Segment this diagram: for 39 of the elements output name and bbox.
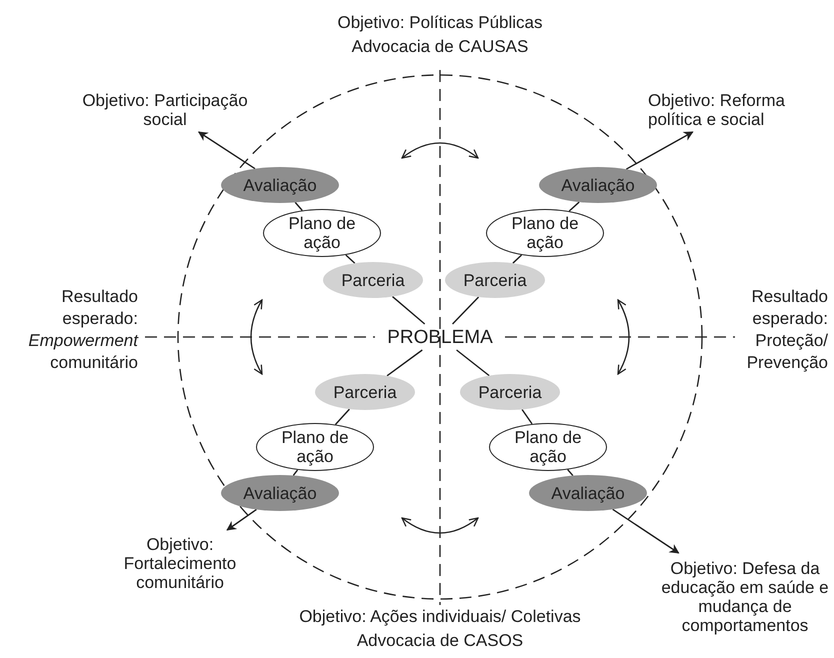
objective-text: Advocacia de CAUSAS bbox=[350, 36, 530, 58]
arrow bbox=[198, 131, 256, 170]
partnership-ellipse: Parceria bbox=[445, 262, 545, 298]
connector-line bbox=[386, 349, 423, 376]
arrow bbox=[626, 131, 694, 170]
outcome-text: Resultado esperado: Proteção/ Prevenção bbox=[746, 286, 828, 374]
connector-line bbox=[452, 296, 480, 324]
objective-text: Advocacia de CASOS bbox=[356, 630, 524, 652]
evaluation-ellipse: Avaliação bbox=[221, 475, 339, 511]
arrow bbox=[226, 508, 257, 531]
connector-line bbox=[568, 202, 580, 212]
evaluation-ellipse: Avaliação bbox=[539, 167, 657, 203]
action-plan-ellipse: Plano de ação bbox=[263, 209, 381, 257]
center-label: PROBLEMA bbox=[378, 324, 502, 350]
objective-text: Objetivo: Fortalecimento comunitário bbox=[112, 530, 248, 596]
connector-line bbox=[292, 470, 298, 476]
partnership-ellipse: Parceria bbox=[315, 374, 415, 410]
objective-text: Objetivo: Políticas Públicas bbox=[336, 12, 544, 34]
action-plan-ellipse: Plano de ação bbox=[486, 209, 604, 257]
objective-text: Objetivo: Participação social bbox=[80, 88, 250, 132]
connector-line bbox=[456, 349, 490, 376]
partnership-ellipse: Parceria bbox=[460, 374, 560, 410]
outcome-text: Resultado esperado: Empowerment comunitário bbox=[27, 286, 138, 374]
arrow bbox=[612, 508, 680, 554]
connector-line bbox=[522, 409, 533, 424]
objective-text: Objetivo: Ações individuais/ Coletivas bbox=[298, 606, 582, 628]
connector-line bbox=[334, 408, 350, 425]
objective-text: Objetivo: Reforma política e social bbox=[648, 88, 816, 132]
connector-line bbox=[392, 296, 426, 325]
evaluation-ellipse: Avaliação bbox=[529, 475, 647, 511]
action-plan-ellipse: Plano de ação bbox=[256, 423, 374, 471]
partnership-ellipse: Parceria bbox=[323, 262, 423, 298]
evaluation-ellipse: Avaliação bbox=[221, 167, 339, 203]
connector-line bbox=[567, 469, 574, 476]
connector-line bbox=[294, 202, 303, 211]
connector-line bbox=[345, 254, 356, 264]
objective-text: Objetivo: Defesa da educação em saúde e mudança de comportamentos bbox=[655, 553, 834, 641]
connector-line bbox=[512, 254, 522, 264]
action-plan-ellipse: Plano de ação bbox=[489, 423, 607, 471]
